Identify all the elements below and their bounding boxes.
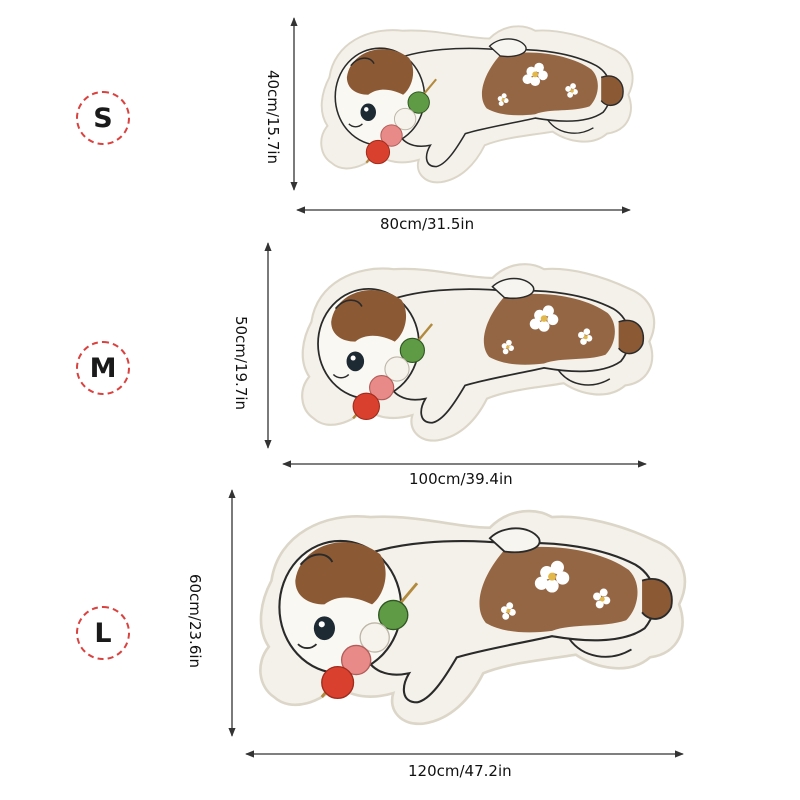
l-width-label: 120cm/47.2in [408, 762, 512, 780]
dog-rug-icon-m [284, 256, 668, 448]
s-width-label: 80cm/31.5in [380, 215, 475, 233]
m-width-label: 100cm/39.4in [409, 470, 513, 488]
size-label-m: M [89, 352, 117, 384]
size-badge-l: L [76, 606, 130, 660]
m-height-label: 50cm/19.7in [232, 315, 251, 411]
size-badge-s: S [76, 91, 130, 145]
size-label-l: L [94, 617, 112, 649]
l-height-label: 60cm/23.6in [186, 573, 205, 669]
dog-rug-icon-s [310, 18, 640, 190]
dog-rug-icon-l [245, 500, 695, 734]
s-height-label: 40cm/15.7in [264, 69, 283, 165]
size-label-s: S [93, 102, 113, 134]
size-badge-m: M [76, 341, 130, 395]
